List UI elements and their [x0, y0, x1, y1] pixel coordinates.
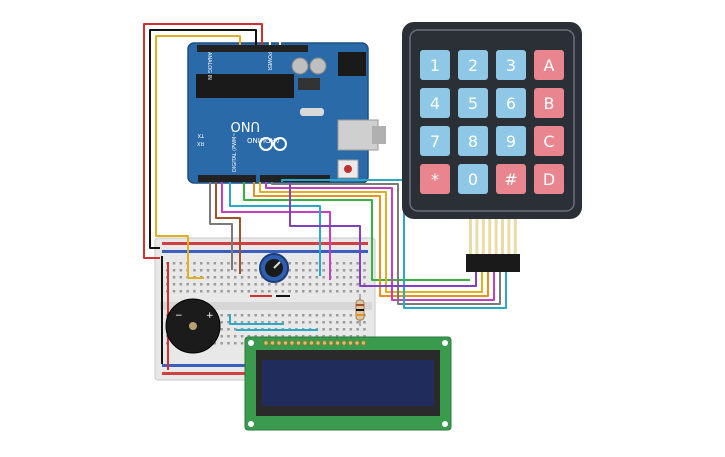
wire-black-gnd [149, 29, 257, 249]
key-label: 1 [430, 56, 440, 75]
key-5[interactable]: 5 [458, 88, 488, 118]
key-label: # [504, 170, 517, 189]
key-A[interactable]: A [534, 50, 564, 80]
key-label: A [544, 56, 555, 75]
key-label: 7 [430, 132, 440, 151]
wire-kp-purple [289, 182, 477, 287]
key-6[interactable]: 6 [496, 88, 526, 118]
wire-magenta-1 [221, 182, 331, 280]
buzzer-plus-label: + [206, 311, 214, 321]
key-7[interactable]: 7 [420, 126, 450, 156]
wire-yellow-vin [155, 35, 241, 278]
resistor [355, 294, 365, 326]
power-header-label: POWER [266, 52, 272, 71]
key-label: B [544, 94, 555, 113]
keypad-connector [466, 218, 520, 272]
key-label: 9 [506, 132, 516, 151]
key-label: 6 [506, 94, 516, 113]
lcd-header-pins [263, 340, 367, 346]
key-label: * [431, 170, 439, 189]
wire-cyan-1 [229, 182, 321, 276]
keypad-4x4: 1 2 3 A 4 5 6 B 7 8 9 C * 0 # D [402, 22, 582, 219]
key-label: 4 [430, 94, 440, 113]
key-star[interactable]: * [420, 164, 450, 194]
key-C[interactable]: C [534, 126, 564, 156]
key-4[interactable]: 4 [420, 88, 450, 118]
key-label: 8 [468, 132, 478, 151]
wire-white-aref [269, 32, 281, 45]
wire-bb-cyan-1 [229, 314, 284, 325]
wire-kp-cyan [281, 179, 507, 309]
wire-kp-yellow [259, 182, 483, 293]
wire-tan [215, 182, 241, 274]
wire-kp-grey [271, 182, 501, 305]
key-hash[interactable]: # [496, 164, 526, 194]
rx-label: RX [197, 140, 204, 146]
key-label: C [543, 132, 554, 151]
wire-red-5v [143, 23, 263, 259]
arduino-brand-label: ARDUINO [247, 136, 280, 144]
key-9[interactable]: 9 [496, 126, 526, 156]
infinity-logo-icon [259, 137, 287, 151]
wire-grey [209, 182, 233, 270]
arduino-uno-board: UNO ARDUINO ANALOG IN POWER DIGITAL (PWM… [187, 42, 386, 184]
key-8[interactable]: 8 [458, 126, 488, 156]
key-2[interactable]: 2 [458, 50, 488, 80]
key-label: 2 [468, 56, 478, 75]
key-D[interactable]: D [534, 164, 564, 194]
key-label: D [543, 170, 555, 189]
analog-header-label: ANALOG IN [206, 52, 212, 80]
key-label: 3 [506, 56, 516, 75]
potentiometer [259, 253, 289, 283]
lcd-display [244, 336, 452, 431]
buzzer-minus-label: − [175, 311, 183, 321]
tx-label: TX [197, 132, 205, 138]
key-0[interactable]: 0 [458, 164, 488, 194]
wire-kp-orange [253, 182, 489, 297]
digital-header-label: DIGITAL (PWM~) [232, 130, 238, 172]
arduino-model-label: UNO [231, 118, 260, 133]
key-1[interactable]: 1 [420, 50, 450, 80]
wire-kp-magenta [265, 182, 495, 301]
key-B[interactable]: B [534, 88, 564, 118]
piezo-buzzer: − + [165, 298, 221, 354]
key-3[interactable]: 3 [496, 50, 526, 80]
key-label: 0 [468, 170, 478, 189]
key-label: 5 [468, 94, 478, 113]
